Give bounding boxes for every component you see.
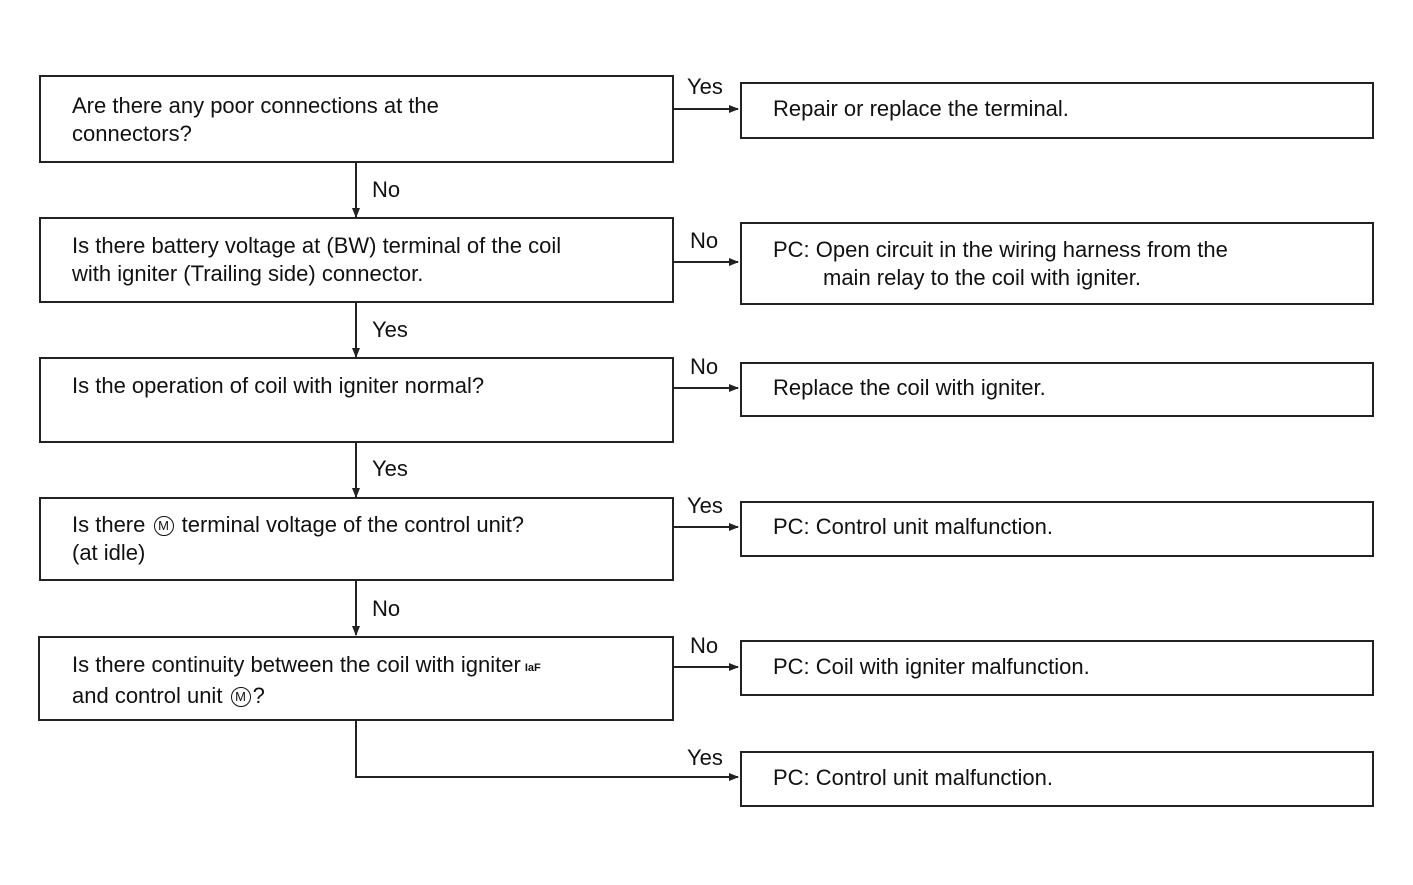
question-box-2 [39, 217, 674, 303]
question-box-5 [38, 636, 674, 721]
question-1-line-1: Are there any poor connections at the [72, 93, 439, 118]
result-2-line-2: main relay to the coil with igniter. [823, 265, 1141, 290]
result-1-line-1: Repair or replace the terminal. [773, 96, 1069, 121]
question-5-text-1: Is there continuity between the coil wit… [72, 652, 521, 677]
result-6-line-1: PC: Control unit malfunction. [773, 765, 1054, 790]
label-q1-no: No [372, 177, 401, 202]
question-box-1 [39, 75, 674, 163]
result-4-line-1: PC: Control unit malfunction. [773, 514, 1054, 539]
question-2-text: Is there battery voltage at (BW) termina… [72, 232, 561, 288]
label-q5-no: No [690, 633, 719, 658]
result-box-1 [740, 82, 1374, 139]
question-4-text-pre: Is there [72, 512, 146, 537]
result-box-5 [740, 640, 1374, 696]
result-5-line-1: PC: Coil with igniter malfunction. [773, 654, 1090, 679]
result-3-text: Replace the coil with igniter. [773, 374, 1046, 402]
label-q2-yes: Yes [372, 317, 408, 342]
result-box-4 [740, 501, 1374, 557]
question-5-text-2: and control unit [72, 683, 223, 708]
result-1-text: Repair or replace the terminal. [773, 95, 1069, 123]
question-4-text: Is there M terminal voltage of the contr… [72, 511, 524, 567]
question-4-line-1: Is there M terminal voltage of the contr… [72, 511, 524, 539]
m-terminal-symbol: M [230, 687, 251, 707]
question-2-line-1: Is there battery voltage at (BW) termina… [72, 233, 562, 258]
arrow-q5-to-r6 [355, 720, 739, 781]
label-q4-no: No [372, 596, 401, 621]
question-5-text: Is there continuity between the coil wit… [72, 651, 541, 710]
question-5-line-2: and control unit M? [72, 682, 541, 710]
question-5-line-1: Is there continuity between the coil wit… [72, 651, 541, 682]
question-2-line-2: with igniter (Trailing side) connector. [72, 261, 424, 286]
question-5-text-3: ? [252, 683, 265, 708]
result-5-text: PC: Coil with igniter malfunction. [773, 653, 1090, 681]
question-1-line-2: connectors? [72, 121, 192, 146]
question-1-text: Are there any poor connections at the co… [72, 92, 439, 148]
label-q1-yes: Yes [687, 74, 723, 99]
question-box-3 [39, 357, 674, 443]
question-3-line-1: Is the operation of coil with igniter no… [72, 373, 485, 398]
m-terminal-symbol: M [153, 516, 174, 536]
label-q3-no: No [690, 354, 719, 379]
label-q3-yes: Yes [372, 456, 408, 481]
question-4-line-2: (at idle) [72, 540, 146, 565]
iaf-terminal-symbol: IaF [524, 662, 541, 674]
question-box-4 [39, 497, 674, 581]
result-4-text: PC: Control unit malfunction. [773, 513, 1053, 541]
result-box-6 [740, 751, 1374, 807]
result-2-line-1: PC: Open circuit in the wiring harness f… [773, 237, 1228, 262]
result-6-text: PC: Control unit malfunction. [773, 764, 1053, 792]
label-q2-no: No [690, 228, 719, 253]
label-q5-yes: Yes [687, 745, 723, 770]
result-box-2 [740, 222, 1374, 305]
question-4-text-post: terminal voltage of the control unit? [181, 512, 525, 537]
result-2-text: PC: Open circuit in the wiring harness f… [773, 236, 1228, 292]
label-q4-yes: Yes [687, 493, 723, 518]
result-3-line-1: Replace the coil with igniter. [773, 375, 1046, 400]
result-box-3 [740, 362, 1374, 417]
question-3-text: Is the operation of coil with igniter no… [72, 372, 484, 400]
